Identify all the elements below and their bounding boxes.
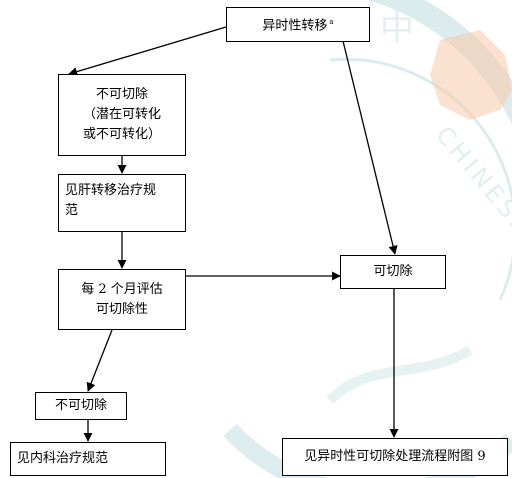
node-unresectable: 不可切除 — [35, 392, 127, 420]
edge-top-to-resectable — [342, 40, 398, 255]
node-evaluate-line1: 每 2 个月评估 — [81, 281, 163, 297]
seal-glyph-top: 中 — [380, 9, 414, 49]
node-metachronous-label: 异时性转移 — [262, 18, 328, 34]
node-liver-guideline-line1: 见肝转移治疗规 — [65, 183, 157, 198]
node-unresectable-potential: 不可切除 （潜在可转化 或不可转化） — [58, 74, 186, 156]
node-resectable-label: 可切除 — [373, 264, 413, 279]
edge-evaluate-to-unresectable — [86, 329, 113, 392]
node-resectable: 可切除 — [340, 255, 446, 289]
node-unresectable-potential-line1: 不可切除 — [95, 87, 148, 102]
node-metachronous-footnote: a — [329, 18, 334, 27]
edge-top-to-unresectable — [68, 26, 227, 77]
seal-brush-mark — [326, 345, 473, 404]
node-medical-guideline: 见内科治疗规范 — [10, 442, 166, 476]
node-unresectable-potential-line2: （潜在可转化 — [82, 107, 161, 122]
node-unresectable-label: 不可切除 — [54, 398, 107, 413]
node-evaluate-line2: 可切除性 — [95, 301, 148, 317]
node-resectable-flow-label: 见异时性可切除处理流程附图 9 — [304, 449, 486, 464]
node-evaluate-resectability: 每 2 个月评估 可切除性 — [58, 269, 186, 330]
node-liver-guideline-line2: 范 — [65, 203, 79, 218]
china-map-shape — [430, 30, 512, 120]
node-unresectable-potential-line3: 或不可转化） — [82, 127, 161, 142]
node-liver-guideline: 见肝转移治疗规 范 — [58, 174, 186, 232]
node-resectable-flow: 见异时性可切除处理流程附图 9 — [282, 438, 508, 476]
node-medical-guideline-label: 见内科治疗规范 — [17, 451, 109, 466]
